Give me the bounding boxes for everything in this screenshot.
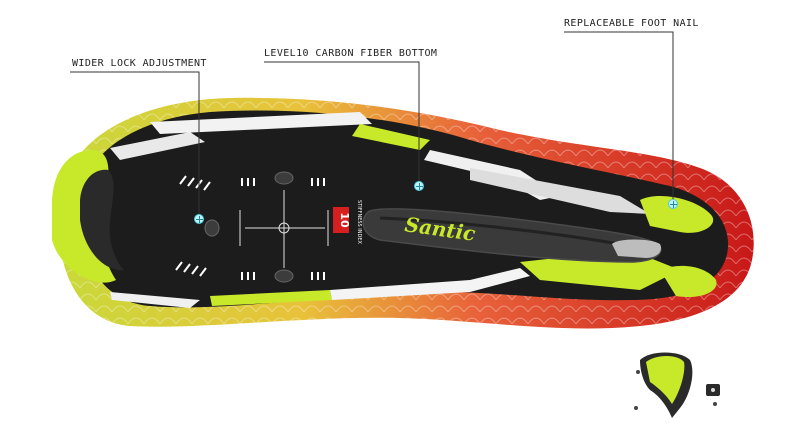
- cleat-bolts: [204, 171, 294, 283]
- stiffness-badge: [333, 207, 349, 233]
- callout-foot-nail: REPLACEABLE FOOT NAIL: [564, 18, 699, 29]
- plus-marker-icon[interactable]: [194, 214, 204, 224]
- carbon-leader: [264, 61, 420, 182]
- stiffness-number: 10: [338, 212, 351, 228]
- lock-leader: [70, 71, 200, 214]
- hash-marks: [175, 175, 325, 280]
- toe-nail-pad: [640, 195, 714, 233]
- foot-nail-part: [634, 352, 720, 418]
- crosshair-icon: [239, 190, 329, 268]
- stiffness-label: STIFFNESS INDEX: [356, 200, 362, 245]
- callout-carbon-bottom: LEVEL10 CARBON FIBER BOTTOM: [264, 48, 438, 59]
- callout-lock-adjustment: WIDER LOCK ADJUSTMENT: [72, 58, 207, 69]
- nail-leader: [564, 31, 674, 199]
- plus-marker-icon[interactable]: [668, 199, 678, 209]
- plus-marker-icon[interactable]: [414, 181, 424, 191]
